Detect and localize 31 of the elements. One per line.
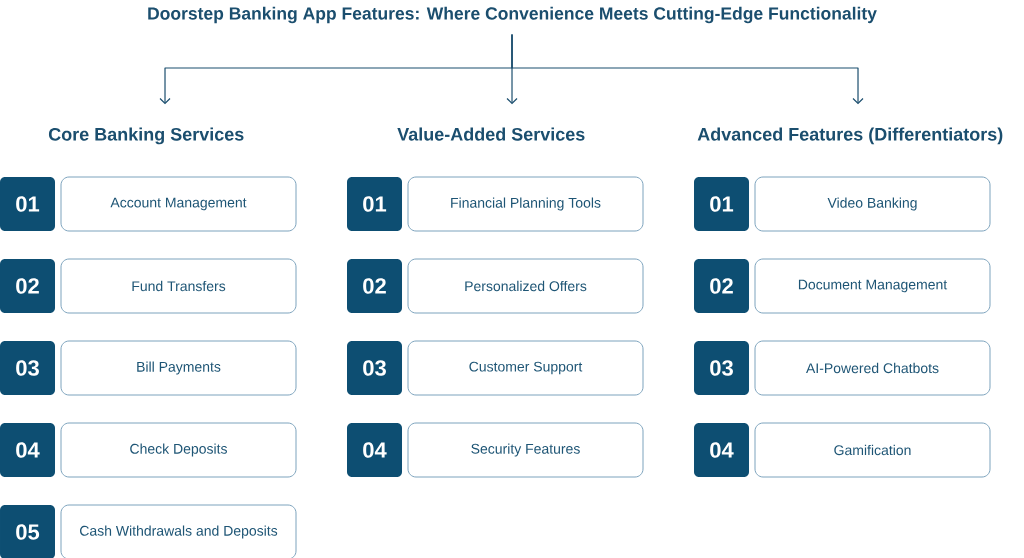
arrow <box>511 33 864 105</box>
number-tile: 01 <box>694 177 749 231</box>
number-tile: 02 <box>0 259 55 313</box>
column-heading: Core Banking Services <box>48 127 244 145</box>
number-tile: 02 <box>347 259 402 313</box>
feature-box: Financial Planning Tools <box>407 176 644 232</box>
number-tile: 04 <box>694 423 749 477</box>
feature-box: Account Management <box>60 176 297 232</box>
number-tile: 04 <box>0 423 55 477</box>
column-heading: Advanced Features (Differentiators) <box>697 127 1003 145</box>
feature-box: Document Management <box>754 258 991 314</box>
feature-box: Personalized Offers <box>407 258 644 314</box>
number-tile: 01 <box>347 177 402 231</box>
feature-box: Security Features <box>407 422 644 478</box>
feature-box: Cash Withdrawals and Deposits <box>60 504 297 558</box>
feature-box: Check Deposits <box>60 422 297 478</box>
number-tile: 05 <box>0 505 55 558</box>
feature-box: Fund Transfers <box>60 258 297 314</box>
feature-box: AI-Powered Chatbots <box>754 340 991 396</box>
number-tile: 03 <box>694 341 749 395</box>
number-tile: 03 <box>347 341 402 395</box>
number-tile: 03 <box>0 341 55 395</box>
number-tile: 01 <box>0 177 55 231</box>
feature-box: Video Banking <box>754 176 991 232</box>
number-tile: 02 <box>694 259 749 313</box>
diagram-title: Doorstep Banking App Features: Where Convenience Meets Cutting-Edge Functionality <box>148 6 877 24</box>
feature-box: Bill Payments <box>60 340 297 396</box>
feature-box: Gamification <box>754 422 991 478</box>
feature-box: Customer Support <box>407 340 644 396</box>
column-heading: Value-Added Services <box>397 127 585 141</box>
number-tile: 04 <box>347 423 402 477</box>
